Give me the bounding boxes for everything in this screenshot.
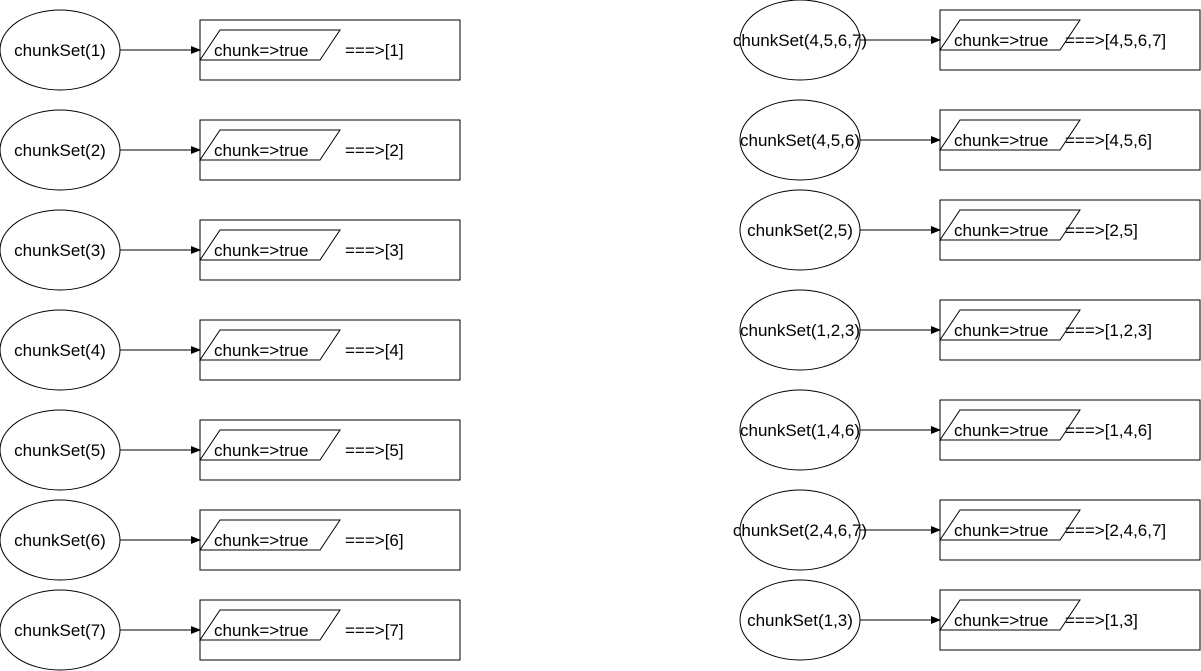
predicate-shape [939,119,1081,151]
predicate-shape [199,429,341,461]
result-box [939,499,1201,561]
right-row: chunkSet(4,5,6,7) chunk=>true ===>[4,5,6,7… [733,0,1201,81]
left-row: chunkSet(7) chunk=>true ===>[7] [0,589,461,671]
result-label: ===>[1] [345,41,404,60]
predicate-label: chunk=>true [214,441,309,460]
predicate-label: chunk=>true [954,521,1049,540]
predicate-shape [199,129,341,161]
left-row: chunkSet(6) chunk=>true ===>[6] [0,499,461,581]
predicate-label: chunk=>true [214,531,309,550]
result-label: ===>[1,4,6] [1065,421,1152,440]
predicate-label: chunk=>true [954,611,1049,630]
call-label: chunkSet(3) [14,241,106,260]
call-label: chunkSet(5) [14,441,106,460]
predicate-shape [199,329,341,361]
predicate-label: chunk=>true [214,341,309,360]
result-box [199,219,461,281]
predicate-shape [939,409,1081,441]
call-label: chunkSet(4,5,6) [740,131,860,150]
right-row: chunkSet(2,5) chunk=>true ===>[2,5] [739,189,1201,271]
result-box [199,319,461,381]
result-box [199,119,461,181]
call-label: chunkSet(1,4,6) [740,421,860,440]
call-label: chunkSet(1) [14,41,106,60]
result-label: ===>[2] [345,141,404,160]
result-box [199,509,461,571]
result-box [939,199,1201,261]
right-row: chunkSet(1,2,3) chunk=>true ===>[1,2,3] [739,289,1201,371]
predicate-label: chunk=>true [954,421,1049,440]
result-box [939,9,1201,71]
call-label: chunkSet(2,4,6,7) [733,521,867,540]
right-row: chunkSet(1,3) chunk=>true ===>[1,3] [739,579,1201,661]
predicate-shape [939,509,1081,541]
predicate-label: chunk=>true [954,31,1049,50]
predicate-shape [199,519,341,551]
predicate-shape [199,29,341,61]
result-box [199,599,461,661]
call-label: chunkSet(2) [14,141,106,160]
result-label: ===>[1,3] [1065,611,1138,630]
left-row: chunkSet(4) chunk=>true ===>[4] [0,309,461,391]
right-row: chunkSet(2,4,6,7) chunk=>true ===>[2,4,6,7… [733,489,1201,571]
predicate-label: chunk=>true [954,221,1049,240]
result-label: ===>[1,2,3] [1065,321,1152,340]
result-label: ===>[7] [345,621,404,640]
result-label: ===>[2,5] [1065,221,1138,240]
predicate-shape [939,309,1081,341]
result-label: ===>[4] [345,341,404,360]
result-box [939,299,1201,361]
left-row: chunkSet(5) chunk=>true ===>[5] [0,409,461,491]
predicate-label: chunk=>true [954,321,1049,340]
result-label: ===>[4,5,6] [1065,131,1152,150]
predicate-shape [939,19,1081,51]
result-box [199,19,461,81]
predicate-shape [199,229,341,261]
predicate-shape [939,209,1081,241]
call-label: chunkSet(2,5) [747,221,853,240]
call-label: chunkSet(1,2,3) [740,321,860,340]
result-label: ===>[5] [345,441,404,460]
predicate-label: chunk=>true [214,141,309,160]
predicate-shape [939,599,1081,631]
predicate-label: chunk=>true [214,41,309,60]
call-label: chunkSet(7) [14,621,106,640]
call-label: chunkSet(4) [14,341,106,360]
result-box [939,109,1201,171]
result-box [939,399,1201,461]
result-box [199,419,461,481]
result-box [939,589,1201,651]
call-label: chunkSet(6) [14,531,106,550]
result-label: ===>[4,5,6,7] [1065,31,1166,50]
result-label: ===>[3] [345,241,404,260]
left-row: chunkSet(3) chunk=>true ===>[3] [0,209,461,291]
right-row: chunkSet(1,4,6) chunk=>true ===>[1,4,6] [739,389,1201,471]
predicate-shape [199,609,341,641]
call-label: chunkSet(1,3) [747,611,853,630]
predicate-label: chunk=>true [954,131,1049,150]
predicate-label: chunk=>true [214,621,309,640]
left-row: chunkSet(2) chunk=>true ===>[2] [0,109,461,191]
result-label: ===>[2,4,6,7] [1065,521,1166,540]
predicate-label: chunk=>true [214,241,309,260]
left-row: chunkSet(1) chunk=>true ===>[1] [0,9,461,91]
result-label: ===>[6] [345,531,404,550]
call-label: chunkSet(4,5,6,7) [733,31,867,50]
right-row: chunkSet(4,5,6) chunk=>true ===>[4,5,6] [739,99,1201,181]
